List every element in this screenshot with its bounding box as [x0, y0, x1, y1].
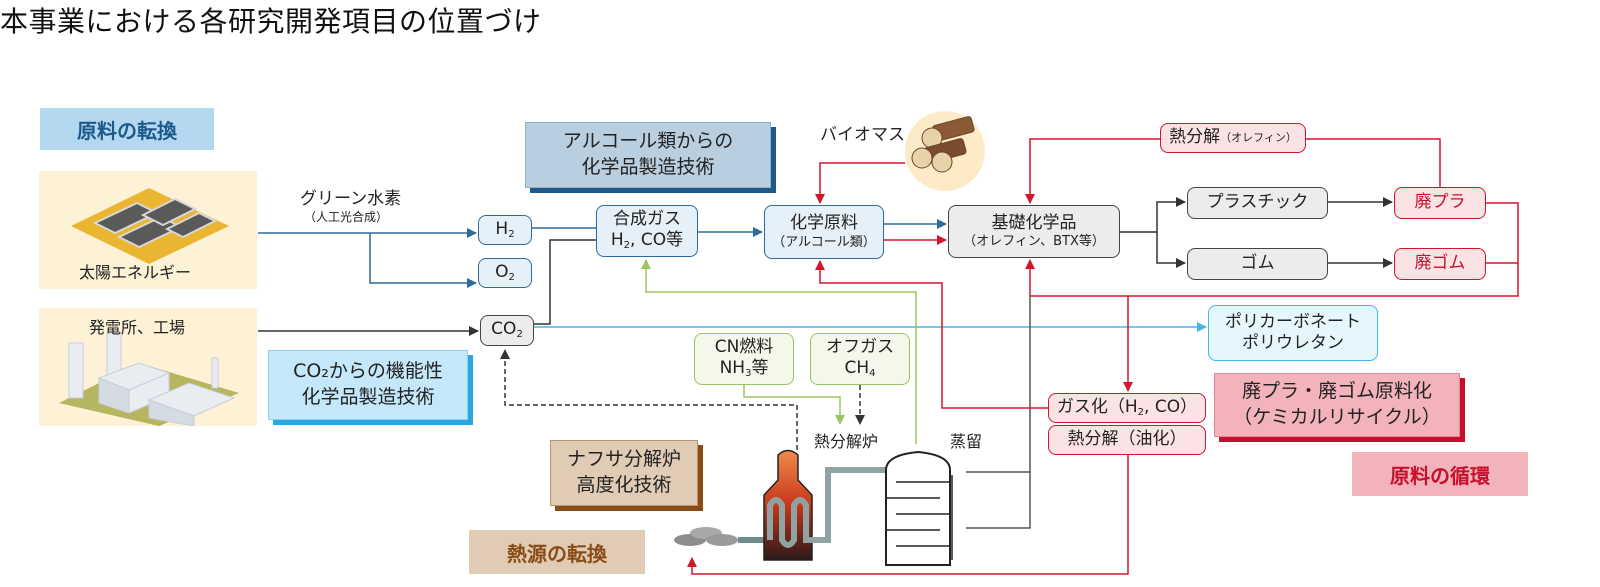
node-cn-fuel: CN燃料 NH3等: [694, 333, 794, 385]
line-solar-o2: [369, 233, 477, 288]
section-feedstock-conversion: 原料の転換: [40, 108, 214, 150]
page-title: 本事業における各研究開発項目の位置づけ: [0, 5, 542, 38]
node-waste-plastic: 廃プラ: [1394, 187, 1486, 219]
source-solar: 太陽エネルギー: [39, 171, 257, 289]
cracker-label: 熱分解炉: [814, 432, 879, 451]
green-hydrogen-label: グリーン水素: [300, 189, 402, 209]
tech-co2-chemicals: CO₂からの機能性 化学品製造技術: [268, 350, 468, 420]
line-basic-rubber: [1156, 232, 1186, 268]
node-co2: CO2: [480, 315, 534, 346]
artificial-photosynthesis-label: （人工光合成）: [304, 210, 389, 224]
tech-naphtha-cracker: ナフサ分解炉 高度化技術: [550, 440, 698, 506]
line-co2-syngas: [534, 239, 596, 325]
node-gasification: ガス化（H2, CO）: [1048, 393, 1206, 423]
node-pyrolysis-oil: 熱分解（油化）: [1048, 425, 1206, 455]
line-wasteplastic-pyrolysis-olefin: [1306, 138, 1441, 187]
tech-chemical-recycle: 廃プラ・廃ゴム原料化 （ケミカルリサイクル）: [1214, 373, 1460, 437]
node-basic-chemicals: 基礎化学品 （オレフィン、BTX等）: [948, 205, 1120, 258]
node-o2: O2: [478, 258, 532, 288]
line-pyrolysis-heat: [687, 455, 1129, 575]
line-distill-syngas: [641, 259, 917, 444]
node-syngas: 合成ガス H2, CO等: [596, 205, 698, 257]
node-waste-rubber: 廃ゴム: [1394, 248, 1486, 280]
furnace-icon: [763, 449, 813, 561]
distillation-column-icon: [885, 450, 951, 566]
node-chemical-feedstock: 化学原料 （アルコール類）: [764, 205, 884, 259]
node-pyrolysis-olefin: 熱分解 （オレフィン）: [1160, 123, 1306, 153]
tech-alcohol-chemicals: アルコール類からの 化学品製造技術: [525, 122, 771, 188]
plant-label: 発電所、工場: [89, 318, 186, 337]
solar-label: 太陽エネルギー: [79, 263, 192, 282]
solar-panel-icon: [71, 188, 229, 264]
node-h2: H2: [478, 215, 532, 245]
cracker-and-distillation-illustration: [674, 449, 953, 566]
section-feedstock-circulation: 原料の循環: [1352, 452, 1528, 496]
source-plant: 発電所、工場: [39, 308, 257, 427]
line-basic-plastic: [1119, 197, 1186, 233]
line-biomass-chemfeed: [815, 162, 905, 204]
burner-icon: [674, 527, 738, 546]
node-plastic: プラスチック: [1187, 187, 1328, 219]
line-waste-loop: [1030, 202, 1519, 297]
node-polymers: ポリカーボネート ポリウレタン: [1208, 305, 1378, 361]
line-cracker-co2: [500, 349, 798, 450]
factory-icon: [59, 332, 239, 427]
biomass-label: バイオマス: [820, 125, 905, 145]
line-pyrolysis-olefin-basic: [1025, 138, 1160, 204]
biomass-logs-icon: [905, 111, 985, 191]
line-cnfuel-cracker: [743, 385, 845, 425]
line-gasification-chemfeed: [815, 260, 1048, 409]
node-offgas: オフガス CH4: [810, 333, 910, 385]
line-distill-basic: [966, 296, 1031, 529]
distillation-label: 蒸留: [950, 432, 983, 451]
section-heat-source-conversion: 熱源の転換: [469, 530, 645, 574]
node-rubber: ゴム: [1187, 248, 1328, 280]
